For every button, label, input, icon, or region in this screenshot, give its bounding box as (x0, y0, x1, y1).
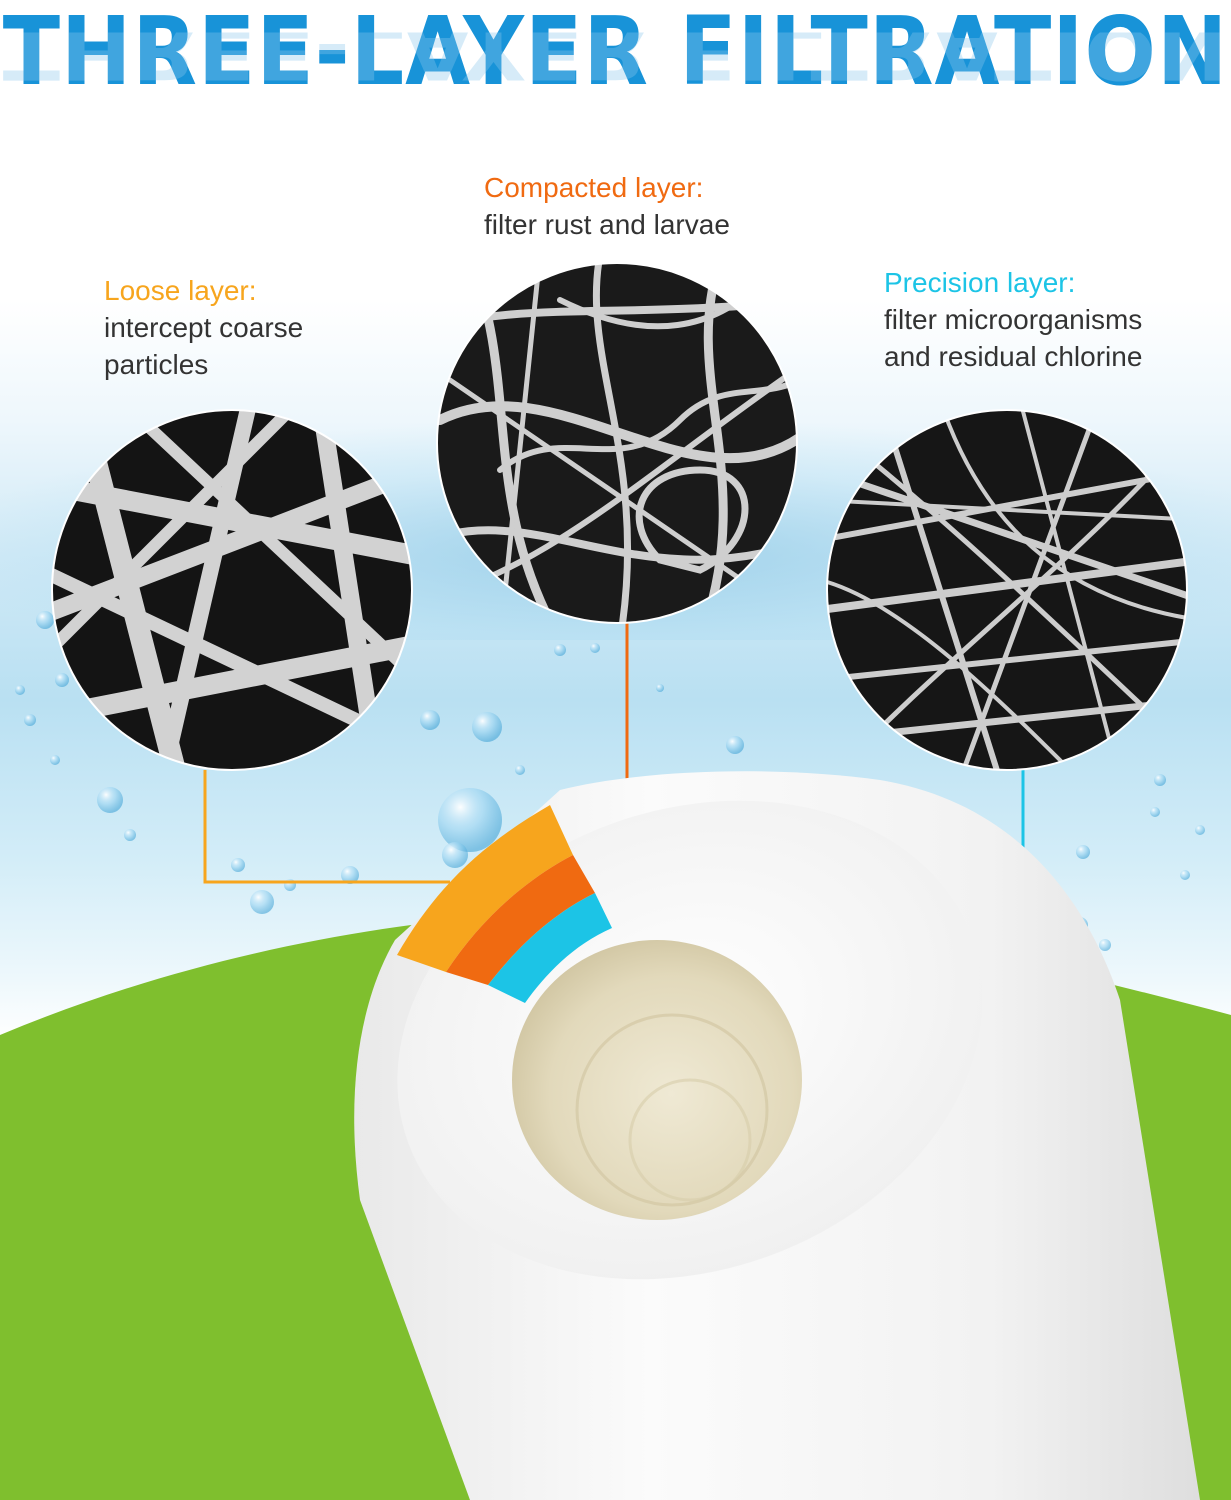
loose-layer-description: intercept coarse particles (104, 312, 304, 380)
water-bubbles (15, 611, 1205, 951)
compacted-layer-callout: Compacted layer: filter rust and larvae (484, 169, 844, 243)
title-block: THREE-LAYER FILTRATION THREE-LAYER FILTR… (0, 0, 1231, 140)
loose-connector-line (203, 770, 450, 884)
loose-layer-callout: Loose layer: intercept coarse particles (104, 272, 424, 383)
precision-layer-band (488, 893, 612, 1003)
compacted-layer-description: filter rust and larvae (484, 209, 730, 240)
compacted-layer-band (446, 855, 595, 985)
precision-layer-heading: Precision layer: (884, 267, 1076, 298)
compacted-layer-heading: Compacted layer: (484, 172, 704, 203)
loose-layer-heading: Loose layer: (104, 275, 257, 306)
precision-layer-callout: Precision layer: filter microorganisms a… (884, 264, 1214, 375)
layer-band (397, 805, 612, 1003)
precision-micrograph-border (826, 409, 1188, 771)
precision-layer-description: filter microorganisms and residual chlor… (884, 304, 1143, 372)
loose-layer-micrograph (52, 410, 412, 770)
loose-layer-band (397, 805, 573, 972)
compacted-layer-micrograph (437, 263, 797, 623)
page-title: THREE-LAYER FILTRATION (2, 0, 1229, 107)
compacted-micrograph-border (436, 262, 798, 624)
title-reflection: THREE-LAYER FILTRATION (2, 32, 1229, 93)
precision-layer-micrograph (827, 410, 1187, 770)
loose-micrograph-border (51, 409, 413, 771)
inner-core (512, 940, 802, 1220)
